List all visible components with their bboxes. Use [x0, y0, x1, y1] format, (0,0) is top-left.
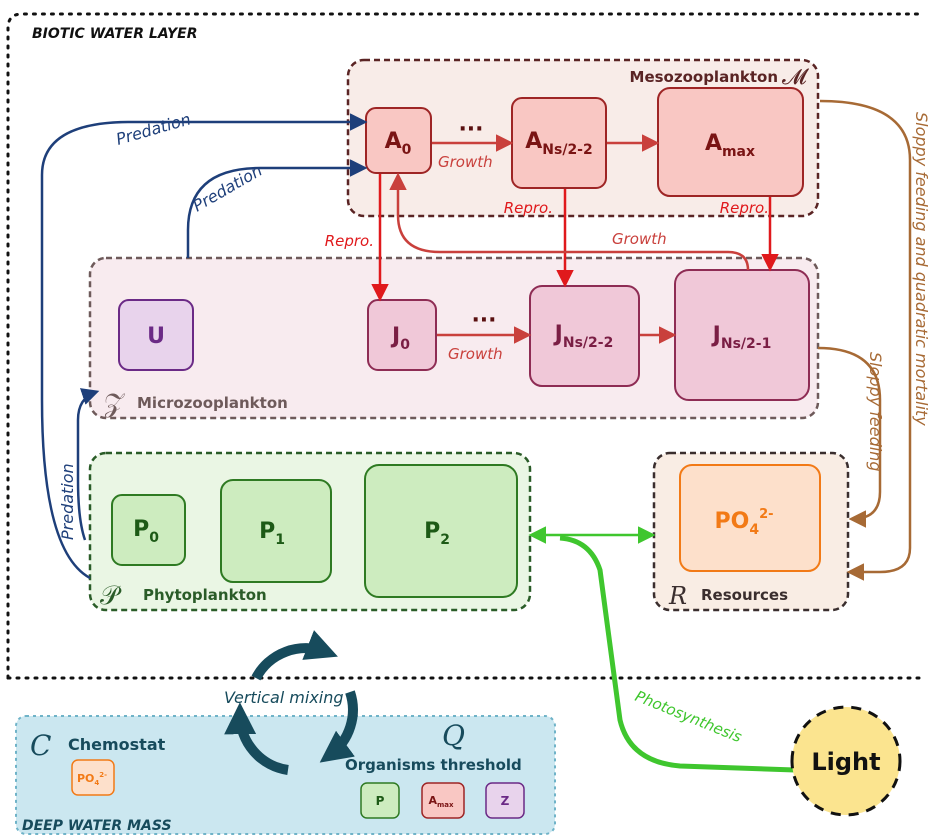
predation-label-low: Predation: [58, 463, 77, 540]
node-j0-box: [367, 299, 437, 371]
phytoplankton-label: Phytoplankton: [143, 586, 267, 604]
light-label: Light: [811, 748, 880, 776]
node-p2-box: [364, 464, 518, 598]
growth-label-meso: Growth: [438, 153, 493, 171]
sloppy-arrow: [817, 346, 882, 528]
node-po4-box: [679, 464, 821, 572]
microzooplankton-label: Microzooplankton: [137, 394, 288, 412]
sloppy-quad-label: Sloppy feeding and quadratic mortality: [912, 112, 928, 426]
node-p0-text: P0: [133, 517, 159, 546]
phytoplankton-symbol: 𝒫: [100, 581, 122, 611]
node-u-box: [118, 299, 194, 371]
node-a-max-box: [657, 87, 804, 197]
node-j-last-text: JNs/2-1: [711, 323, 772, 352]
predation-label-top: Predation: [114, 109, 193, 148]
vertical-mixing-cycle: [224, 630, 358, 775]
chip-po4-text: PO42-: [77, 771, 107, 787]
microzooplankton-symbol: 𝒵: [104, 389, 125, 419]
node-p0-box: [111, 494, 186, 566]
node-j-last-box: [674, 269, 810, 401]
chip-z-text: Z: [501, 794, 510, 808]
chip-p-text: P: [376, 794, 385, 808]
node-a-max-text: Amax: [705, 131, 755, 160]
vertical-mixing-label: Vertical mixing: [224, 688, 344, 707]
threshold-symbol: Q: [442, 719, 465, 752]
sloppy-label: Sloppy feeding: [866, 352, 885, 471]
biotic-layer-title: BIOTIC WATER LAYER: [32, 26, 198, 42]
photosynthesis-label: Photosynthesis: [633, 687, 745, 746]
chip-amax-text: Amax: [428, 794, 454, 809]
node-a0-text: A0: [385, 129, 412, 158]
light-dashed-border-lower: [790, 760, 902, 817]
mesozooplankton-label: Mesozooplankton: [630, 68, 778, 86]
node-po4-text: PO42-: [714, 507, 773, 538]
node-j-mid-text: JNs/2-2: [553, 322, 614, 351]
chip-po4-box: [71, 759, 115, 796]
predation-arrow-micro-meso: [186, 159, 368, 258]
repro-label-amax: Repro.: [720, 199, 769, 217]
growth-label-long: Growth: [612, 230, 667, 248]
chip-z-box: [485, 782, 525, 819]
repro-label-a0: Repro.: [325, 232, 374, 250]
node-p1-box: [220, 479, 332, 583]
repro-label-amid: Repro.: [504, 199, 553, 217]
light-dashed-border: [790, 705, 902, 762]
predation-arrow-phyto-micro: [76, 388, 100, 541]
growth-label-micro: Growth: [448, 345, 503, 363]
threshold-label: Organisms threshold: [345, 756, 522, 774]
deep-water-box: [15, 715, 556, 835]
resources-symbol: R: [668, 582, 687, 610]
node-p2-text: P2: [424, 519, 450, 548]
biotic-layer-boundary: [6, 12, 922, 680]
sloppy-quad-arrow: [819, 99, 912, 581]
node-p1-text: P1: [259, 519, 285, 548]
deep-water-title: DEEP WATER MASS: [22, 818, 172, 834]
growth-arrow-jlast-a0: [389, 172, 750, 271]
chemostat-symbol: C: [30, 729, 51, 762]
chemostat-label: Chemostat: [68, 735, 166, 754]
resources-label: Resources: [701, 586, 788, 604]
photosynthesis-path: [559, 535, 796, 773]
node-a-mid-text: ANs/2-2: [525, 129, 593, 158]
chip-p-box: [360, 782, 400, 819]
node-u-text: U: [147, 324, 165, 349]
ellipsis-micro: ···: [471, 308, 496, 333]
ellipsis-meso: ···: [458, 117, 483, 142]
light-node: [792, 707, 900, 815]
node-j0-text: J0: [390, 324, 410, 353]
predation-arrow-phyto-meso: [40, 113, 368, 580]
mesozooplankton-symbol: 𝓜: [782, 65, 809, 90]
chip-amax-box: [421, 782, 465, 819]
